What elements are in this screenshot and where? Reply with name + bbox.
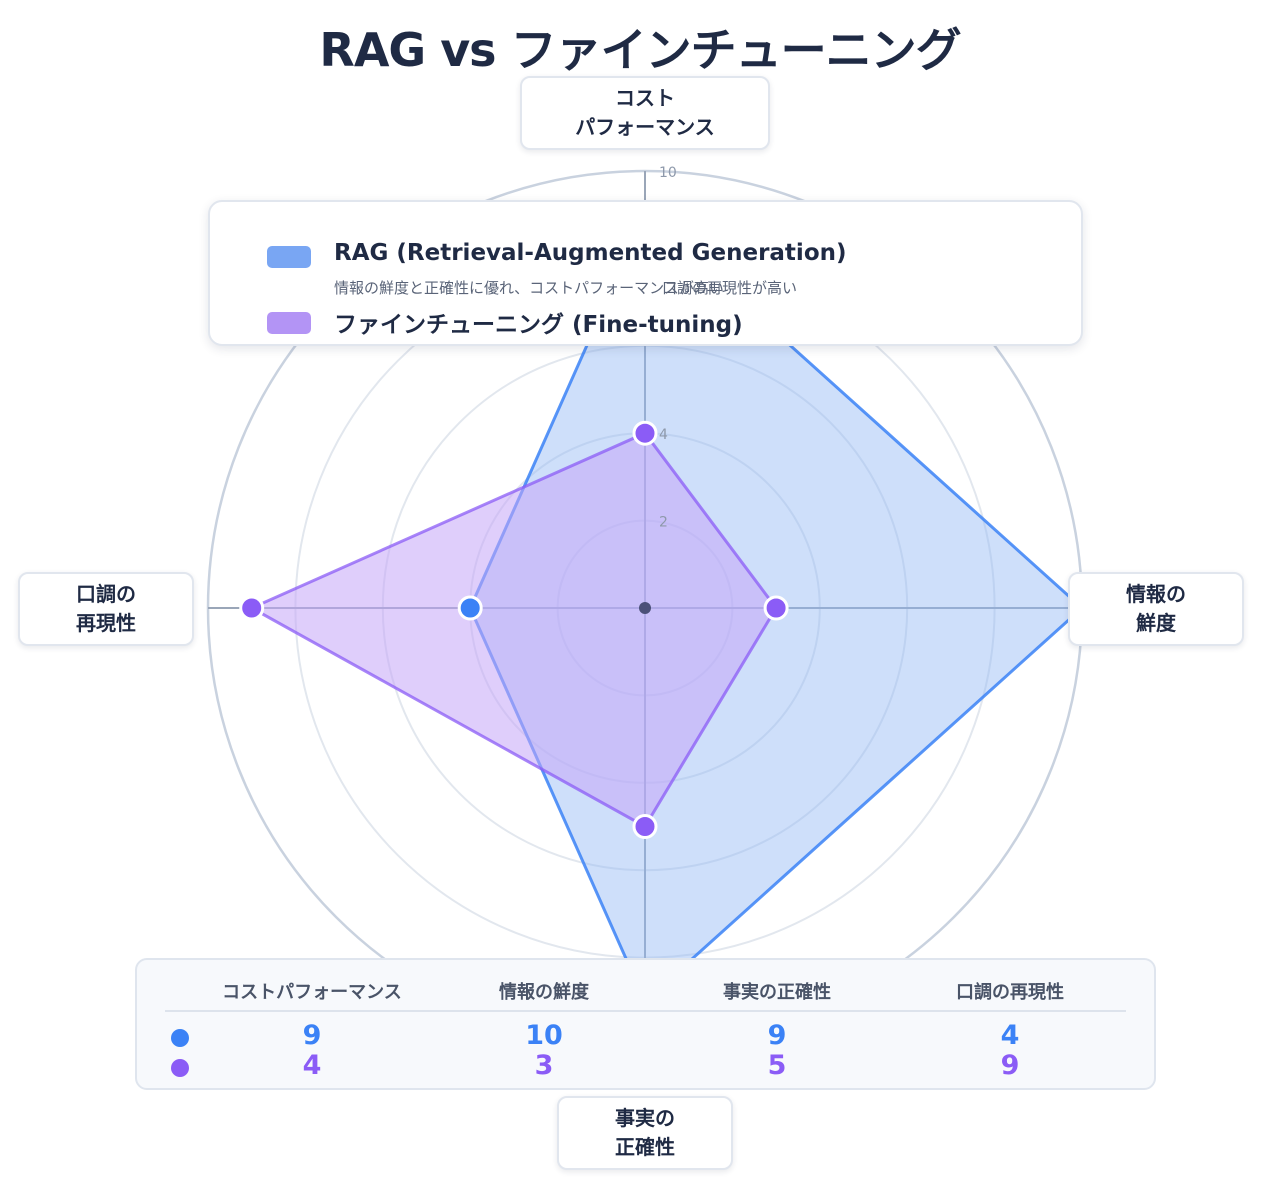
legend-name-finetuning: ファインチューニング (Fine-tuning) [334,312,743,338]
table-header: コストパフォーマンス [222,982,402,1003]
axis-label-line: 鮮度 [1136,611,1176,635]
table-cell: 4 [302,1050,322,1081]
table-cell: 9 [302,1020,322,1051]
axis-label-cost-performance: コスト パフォーマンス [520,76,770,150]
legend-description: 情報の鮮度と正確性に優れ、コストパフォーマンスが高い [334,279,724,297]
table-cell: 9 [1000,1050,1020,1081]
radar-tick-labels: 2 4 10 [659,165,677,531]
series-dot-finetuning [171,1059,189,1077]
data-point-finetuning [632,814,658,839]
score-table: コストパフォーマンス 情報の鮮度 事実の正確性 口調の再現性 9 10 9 4 … [135,958,1156,1090]
chart-title: RAG vs ファインチューニング [319,23,961,77]
tick-label: 10 [659,165,677,181]
table-header: 口調の再現性 [956,982,1064,1003]
axis-label-tone: 口調の 再現性 [18,572,194,646]
series-dot-rag [171,1029,189,1047]
axis-label-line: パフォーマンス [575,115,715,139]
tick-label: 2 [659,515,668,531]
axis-label-freshness: 情報の 鮮度 [1068,572,1244,646]
axis-label-line: 情報の [1126,582,1186,606]
legend-swatch-rag [267,246,311,268]
tick-label: 4 [659,427,668,443]
table-cell: 10 [525,1020,563,1051]
legend-name-rag: RAG (Retrieval-Augmented Generation) [334,240,847,266]
table-cell: 9 [767,1020,787,1051]
axis-label-line: コスト [615,86,675,110]
axis-label-line: 事実の [615,1106,675,1130]
axis-label-line: 口調の [76,582,136,606]
axis-label-line: 再現性 [76,611,136,635]
axis-label-line: 正確性 [615,1135,675,1159]
table-cell: 3 [534,1050,554,1081]
data-point-finetuning [239,595,265,621]
table-cell: 5 [767,1050,787,1081]
data-point-finetuning [763,595,789,621]
data-point-rag [457,595,483,621]
center-point [639,602,651,614]
legend-description-overlap: 口調の再現性が高い [662,279,798,297]
table-header: 事実の正確性 [723,982,831,1003]
data-point-finetuning [632,420,658,446]
table-header: 情報の鮮度 [499,982,589,1003]
chart-legend: RAG (Retrieval-Augmented Generation) 情報の… [208,200,1083,346]
table-cell: 4 [1000,1020,1020,1051]
legend-swatch-finetuning [267,312,311,334]
axis-label-accuracy: 事実の 正確性 [557,1096,733,1170]
table-divider [165,1010,1126,1012]
